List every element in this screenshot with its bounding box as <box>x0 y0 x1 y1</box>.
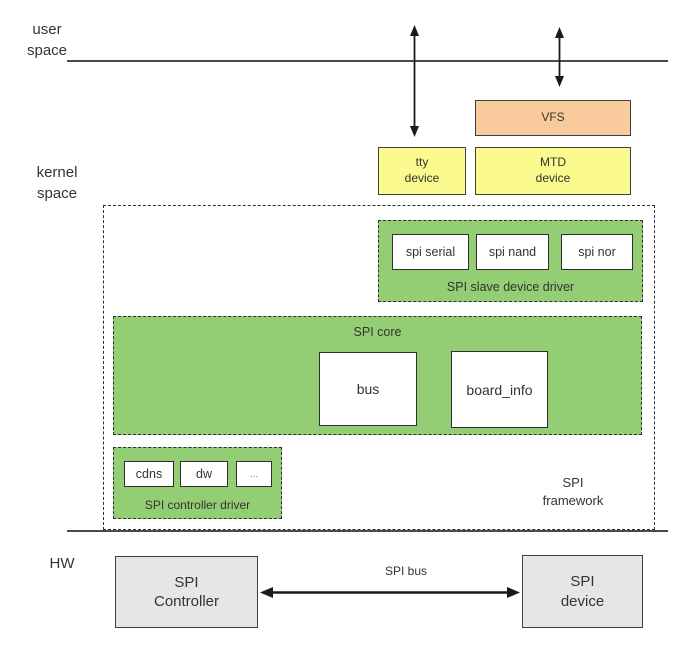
board-info-box: board_info <box>451 351 548 428</box>
spi-framework-container <box>103 205 655 530</box>
spi-controller-driver-label: SPI controller driver <box>144 498 251 512</box>
spi-slave-device-driver-label: SPI slave device driver <box>446 280 575 294</box>
user-kernel-divider <box>67 60 668 62</box>
vfs-user-kernel-arrow-icon <box>551 26 568 88</box>
mtd-device-box: MTD device <box>475 147 631 195</box>
spi-device-hw-box: SPI device <box>522 555 643 628</box>
kernel-hw-divider <box>67 530 668 532</box>
dw-box: dw <box>180 461 228 487</box>
spi-bus-arrow-icon <box>259 584 521 601</box>
user-space-label: user space <box>26 21 68 59</box>
spi-nand-box: spi nand <box>476 234 549 270</box>
spi-bus-label: SPI bus <box>384 564 428 578</box>
spi-core-label: SPI core <box>353 325 402 339</box>
bus-box: bus <box>319 352 417 426</box>
spi-nor-box: spi nor <box>561 234 633 270</box>
spi-slave-device-driver-box: spi serial spi nand spi nor SPI slave de… <box>378 220 643 302</box>
spi-serial-box: spi serial <box>392 234 469 270</box>
cdns-box: cdns <box>124 461 174 487</box>
vfs-box: VFS <box>475 100 631 136</box>
tty-user-kernel-arrow-icon <box>406 24 423 138</box>
tty-device-box: tty device <box>378 147 466 195</box>
spi-controller-driver-box: cdns dw ... SPI controller driver <box>113 447 282 519</box>
kernel-space-label: kernel space <box>36 164 78 202</box>
more-drivers-box: ... <box>236 461 272 487</box>
hw-label: HW <box>49 555 75 572</box>
spi-core-box: SPI core bus board_info <box>113 316 642 435</box>
spi-framework-label: SPI framework <box>542 475 604 508</box>
spi-controller-hw-box: SPI Controller <box>115 556 258 628</box>
